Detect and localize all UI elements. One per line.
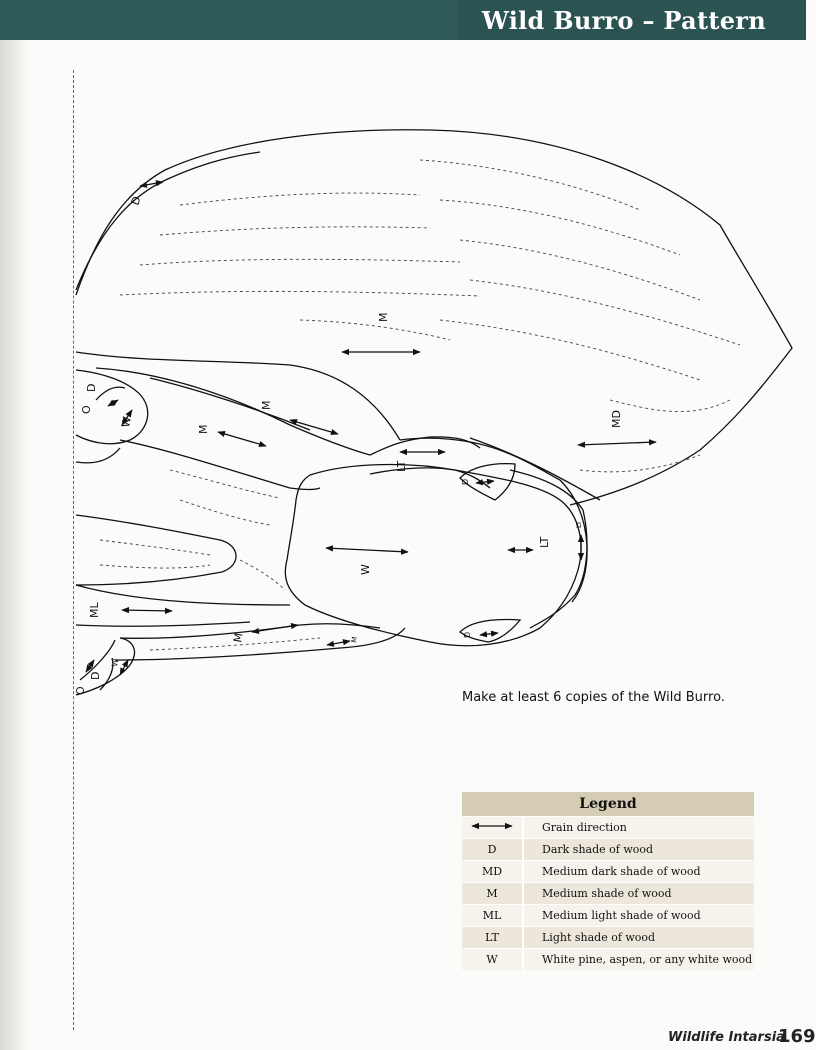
label-hoof-top-w: W [119,415,134,428]
label-muzzle-lt-small: LT [575,520,583,528]
label-eye-top-d: D [461,479,470,485]
legend-key: LT [462,926,524,949]
label-hoof-bottom-o: O [74,686,87,695]
legend-desc: Light shade of wood [523,926,754,949]
legend-key: D [462,838,524,861]
label-lower-leg-m-small: M [350,636,359,643]
label-hoof-bottom-d: D [89,672,102,680]
label-muzzle-lt: LT [538,536,551,548]
shade-labels: M D MD M M D O W LT W LT LT D D ML M M O… [74,195,623,695]
grain-direction-arrow-icon [471,822,513,830]
label-head-w: W [359,564,372,575]
label-upper-leg-m2: M [260,401,273,411]
book-spine-shadow [0,0,30,1050]
label-upper-leg-m1: M [197,425,210,435]
legend-desc: White pine, aspen, or any white wood [523,948,754,970]
grain-arrows [85,180,657,676]
label-hoof-bottom-w: W [110,658,120,667]
legend-row: D Dark shade of wood [462,838,754,861]
legend-row: Grain direction [462,816,754,839]
legend-row: M Medium shade of wood [462,882,754,905]
pattern-outlines [75,129,793,696]
legend-desc: Medium shade of wood [523,882,754,905]
footer-book-title: Wildlife Intarsia [668,1030,785,1045]
legend-row: LT Light shade of wood [462,926,754,949]
legend-row: ML Medium light shade of wood [462,904,754,927]
legend-key: ML [462,904,524,927]
label-hoof-top-d: D [85,384,98,392]
legend-title: Legend [462,792,754,817]
label-neck-lt: LT [395,460,408,472]
wood-texture-lines [99,159,741,651]
legend-table: Legend Grain direction D Dark shade of w… [462,792,754,970]
legend-desc: Medium dark shade of wood [523,860,754,883]
label-hoof-top-o: O [80,405,93,414]
legend-desc: Medium light shade of wood [523,904,754,927]
page-number: 169 [778,1026,816,1047]
cut-line [73,70,74,1030]
legend-key: M [462,882,524,905]
legend-key-grain [462,816,524,839]
legend-desc: Dark shade of wood [523,838,754,861]
legend-row: MD Medium dark shade of wood [462,860,754,883]
legend-row: W White pine, aspen, or any white wood [462,948,754,970]
label-hind-md: MD [610,410,623,428]
legend-key: MD [462,860,524,883]
page-title: Wild Burro – Pattern [457,0,806,40]
label-lower-leg-ml: ML [88,602,101,618]
copies-note: Make at least 6 copies of the Wild Burro… [462,690,725,705]
label-back-d: D [129,195,144,207]
label-eye-bottom-d: D [463,632,472,638]
legend-key: W [462,948,524,970]
label-body-m: M [377,313,390,323]
label-lower-leg-m: M [231,632,245,644]
legend-desc: Grain direction [523,816,754,839]
